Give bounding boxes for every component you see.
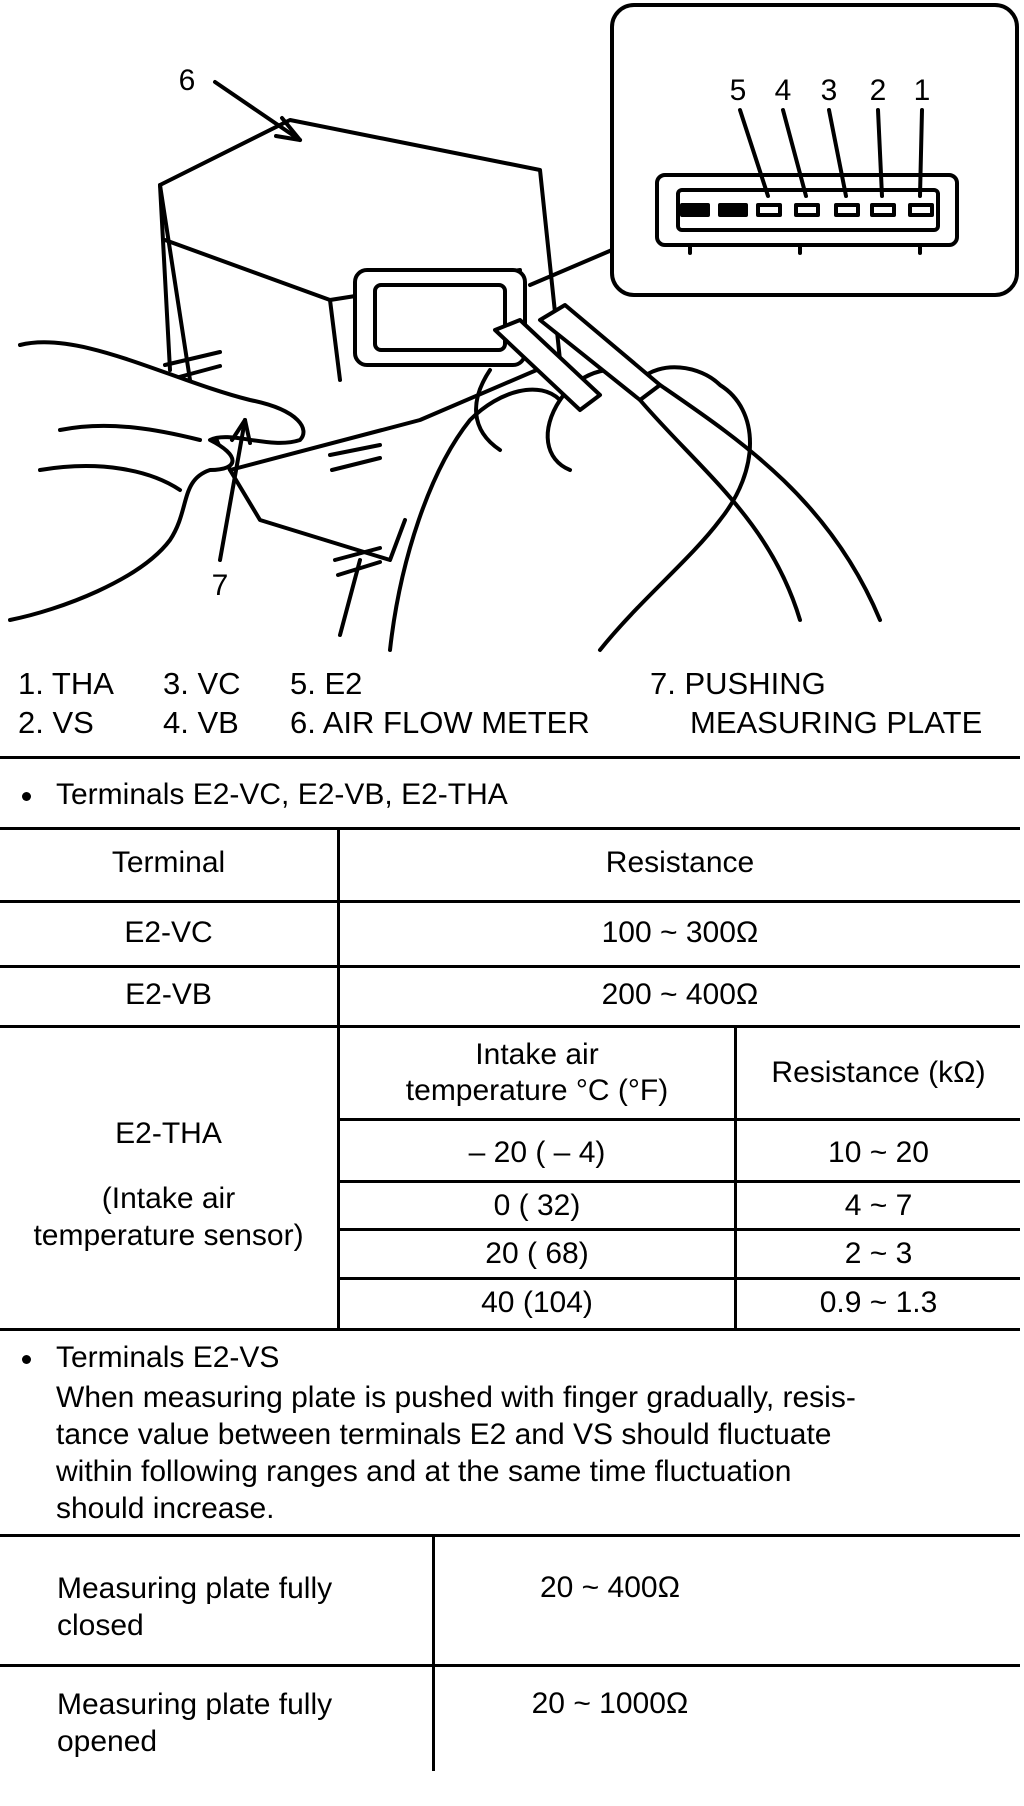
cell-terminal-e2-vc: E2-VC: [124, 916, 213, 949]
cell-plate-closed-cont: closed: [57, 1609, 144, 1642]
cell-terminal-e2-vb: E2-VB: [125, 978, 212, 1011]
cell-plate-opened: Measuring plate fully: [57, 1688, 333, 1721]
cell-plate-opened-cont: opened: [57, 1725, 158, 1758]
cell-resistance-e2-vc: 100 ~ 300Ω: [601, 916, 759, 949]
subheader-intake-temp-cont: temperature °C (°F): [405, 1074, 669, 1107]
table-rule: [337, 828, 340, 1330]
cell-temp: 40 (104): [481, 1286, 593, 1319]
cell-temp: – 20 ( – 4): [468, 1136, 606, 1169]
table-rule: [339, 1277, 1020, 1280]
section-heading: Terminals E2-VC, E2-VB, E2-THA: [56, 778, 508, 811]
cell-res: 4 ~ 7: [844, 1189, 913, 1222]
cell-value-closed: 20 ~ 400Ω: [539, 1571, 681, 1604]
cell-terminal-e2-tha: E2-THA: [115, 1117, 222, 1150]
section-heading-e2-vs: Terminals E2-VS: [56, 1341, 280, 1374]
cell-res: 0.9 ~ 1.3: [819, 1286, 938, 1319]
cell-plate-closed: Measuring plate fully: [57, 1572, 333, 1605]
table-rule: [339, 1180, 1020, 1183]
callout-7: 7: [212, 569, 229, 602]
legend-item-2: 2. VS: [18, 705, 94, 740]
header-terminal: Terminal: [111, 846, 226, 879]
callout-6: 6: [179, 64, 196, 97]
cell-terminal-note: (Intake air: [101, 1182, 236, 1215]
legend-item-6: 6. AIR FLOW METER: [290, 705, 590, 740]
paragraph-line: When measuring plate is pushed with fing…: [56, 1381, 856, 1414]
table-rule: [0, 1328, 1020, 1331]
cell-value-opened: 20 ~ 1000Ω: [531, 1687, 689, 1720]
paragraph-line: should increase.: [56, 1492, 275, 1525]
legend-item-7-cont: MEASURING PLATE: [690, 705, 983, 740]
cell-res: 10 ~ 20: [828, 1136, 929, 1169]
legend-item-5: 5. E2: [290, 666, 363, 701]
cell-terminal-note-cont: temperature sensor): [33, 1219, 304, 1252]
divider: [0, 756, 1020, 759]
header-resistance: Resistance: [605, 846, 755, 879]
table-rule: [0, 1664, 1020, 1667]
air-flow-meter-illustration: 6 7 5 4 3 2 1: [8, 3, 1019, 652]
table-rule: [0, 827, 1020, 830]
table-rule: [0, 965, 1020, 968]
cell-resistance-e2-vb: 200 ~ 400Ω: [601, 978, 759, 1011]
table-rule: [432, 1535, 435, 1771]
bullet: [22, 1355, 31, 1364]
table-rule: [339, 1228, 1020, 1231]
pin-label-5: 5: [730, 74, 747, 107]
table-rule: [0, 900, 1020, 903]
legend-item-4: 4. VB: [163, 705, 239, 740]
table-rule: [0, 1025, 1020, 1028]
pin-label-4: 4: [775, 74, 792, 107]
subheader-intake-temp: Intake air: [475, 1038, 599, 1071]
table-rule: [0, 1534, 1020, 1537]
cell-res: 2 ~ 3: [844, 1237, 913, 1270]
pin-label-1: 1: [914, 74, 931, 107]
legend-item-3: 3. VC: [163, 666, 241, 701]
table-rule: [339, 1118, 1020, 1121]
pin-label-3: 3: [821, 74, 838, 107]
table-rule: [734, 1027, 737, 1330]
legend-item-7: 7. PUSHING: [650, 666, 826, 701]
legend-item-1: 1. THA: [18, 666, 114, 701]
pin-label-2: 2: [870, 74, 887, 107]
bullet: [22, 792, 31, 801]
cell-temp: 20 ( 68): [485, 1237, 589, 1270]
paragraph-line: within following ranges and at the same …: [56, 1455, 792, 1488]
paragraph-line: tance value between terminals E2 and VS …: [56, 1418, 832, 1451]
subheader-resistance-kohm: Resistance (kΩ): [771, 1056, 986, 1089]
cell-temp: 0 ( 32): [493, 1189, 581, 1222]
